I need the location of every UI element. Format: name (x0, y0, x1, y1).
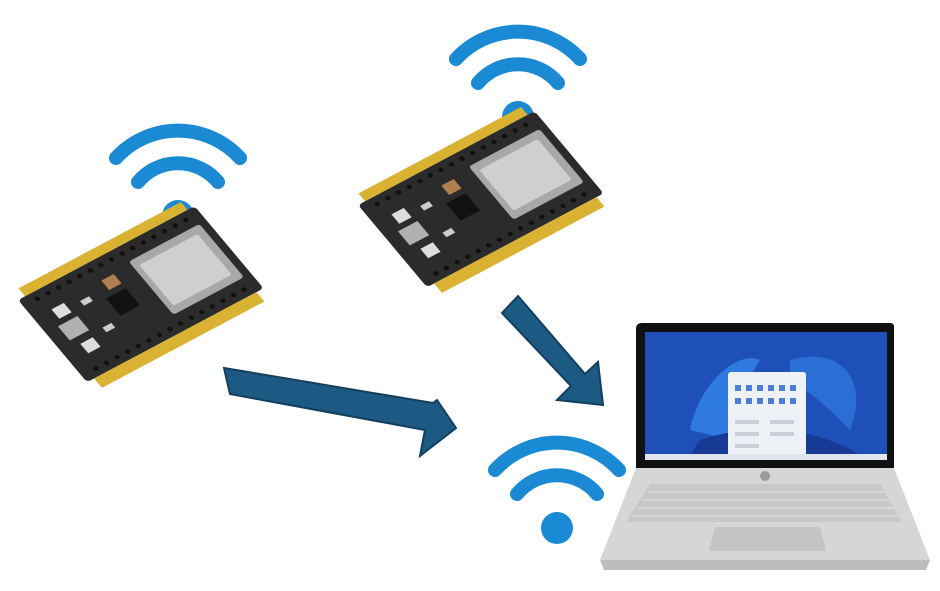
wifi-icon (495, 443, 619, 544)
esp32-board-icon (11, 198, 272, 392)
arrow-left-board-to-laptop (222, 366, 458, 459)
laptop-icon (600, 323, 930, 570)
esp32-board-icon (351, 103, 612, 297)
arrow-top-board-to-laptop (500, 294, 605, 407)
